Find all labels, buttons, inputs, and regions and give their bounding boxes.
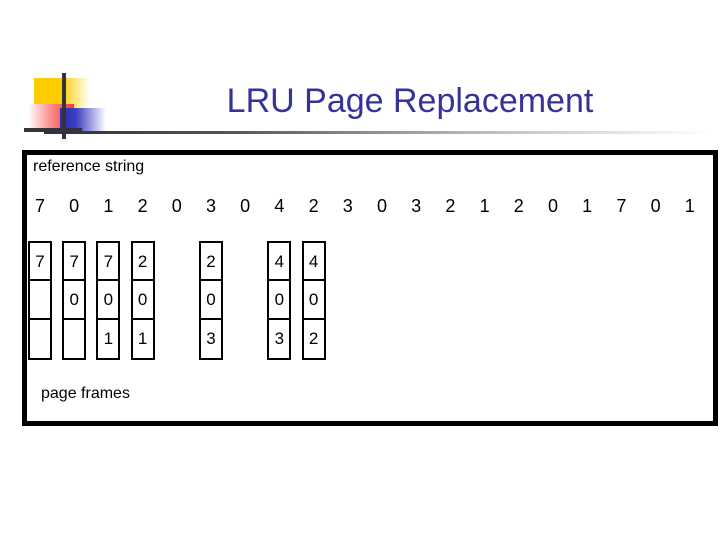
reference-string-value: 2	[445, 196, 456, 216]
reference-string-value: 3	[342, 196, 353, 216]
reference-string-value: 2	[513, 196, 524, 216]
page-frame-column: 7	[28, 241, 52, 360]
page-frame-cell: 3	[206, 328, 216, 348]
reference-string-value: 0	[650, 196, 661, 216]
page-title: LRU Page Replacement	[226, 82, 594, 120]
decorative-logo	[24, 73, 106, 139]
reference-string-value: 1	[479, 196, 490, 216]
page-frame-cell: 7	[64, 243, 85, 282]
reference-string-value: 2	[308, 196, 319, 216]
page-frame-cell: 0	[303, 281, 324, 320]
page-frame-cell: 0	[64, 281, 85, 320]
title-underline-rule	[44, 131, 710, 134]
logo-horizontal-line	[24, 128, 82, 132]
reference-string-value: 1	[582, 196, 593, 216]
page-frame-cell	[64, 320, 84, 358]
reference-string-value: 1	[103, 196, 114, 216]
page-frame-cell: 2	[308, 328, 319, 348]
page-frame-cell: 0	[201, 281, 221, 320]
reference-string-value: 0	[69, 196, 80, 216]
page-frame-cell: 0	[98, 281, 119, 320]
page-frame-cell: 2	[132, 243, 153, 282]
page-frame-cell: 4	[269, 243, 290, 282]
page-frame-cell: 7	[98, 243, 119, 282]
reference-string-value: 0	[240, 196, 251, 216]
page-frame-cell: 4	[303, 243, 324, 282]
page-frame-cell: 7	[30, 243, 50, 282]
reference-string-value: 4	[274, 196, 285, 216]
reference-string-value: 1	[684, 196, 695, 216]
reference-string-value: 7	[616, 196, 627, 216]
page-frame-cell: 3	[274, 328, 285, 348]
page-frame-cell: 1	[103, 328, 114, 348]
reference-string-value: 3	[411, 196, 422, 216]
reference-string-value: 0	[171, 196, 182, 216]
reference-string-value: 3	[205, 196, 216, 216]
page-frame-cell: 1	[137, 328, 148, 348]
page-frames-label: page frames	[41, 385, 130, 402]
reference-string-row: 7 0 1 2 0 3 0 4 2 3 0 3 2 1 2 0 1 7 0 1	[27, 195, 713, 221]
reference-string-value: 0	[547, 196, 558, 216]
reference-string-value: 7	[34, 196, 45, 216]
page-frame-cell: 2	[201, 243, 221, 282]
slide-header: LRU Page Replacement	[0, 0, 720, 140]
reference-string-value: 2	[137, 196, 148, 216]
reference-string-value: 0	[376, 196, 387, 216]
page-frame-cell	[30, 320, 50, 358]
page-frame-cell: 0	[132, 281, 153, 320]
page-frame-cell	[30, 281, 50, 320]
reference-string-label: reference string	[33, 158, 145, 175]
logo-vertical-line	[62, 73, 66, 139]
page-frame-cell: 0	[269, 281, 290, 320]
